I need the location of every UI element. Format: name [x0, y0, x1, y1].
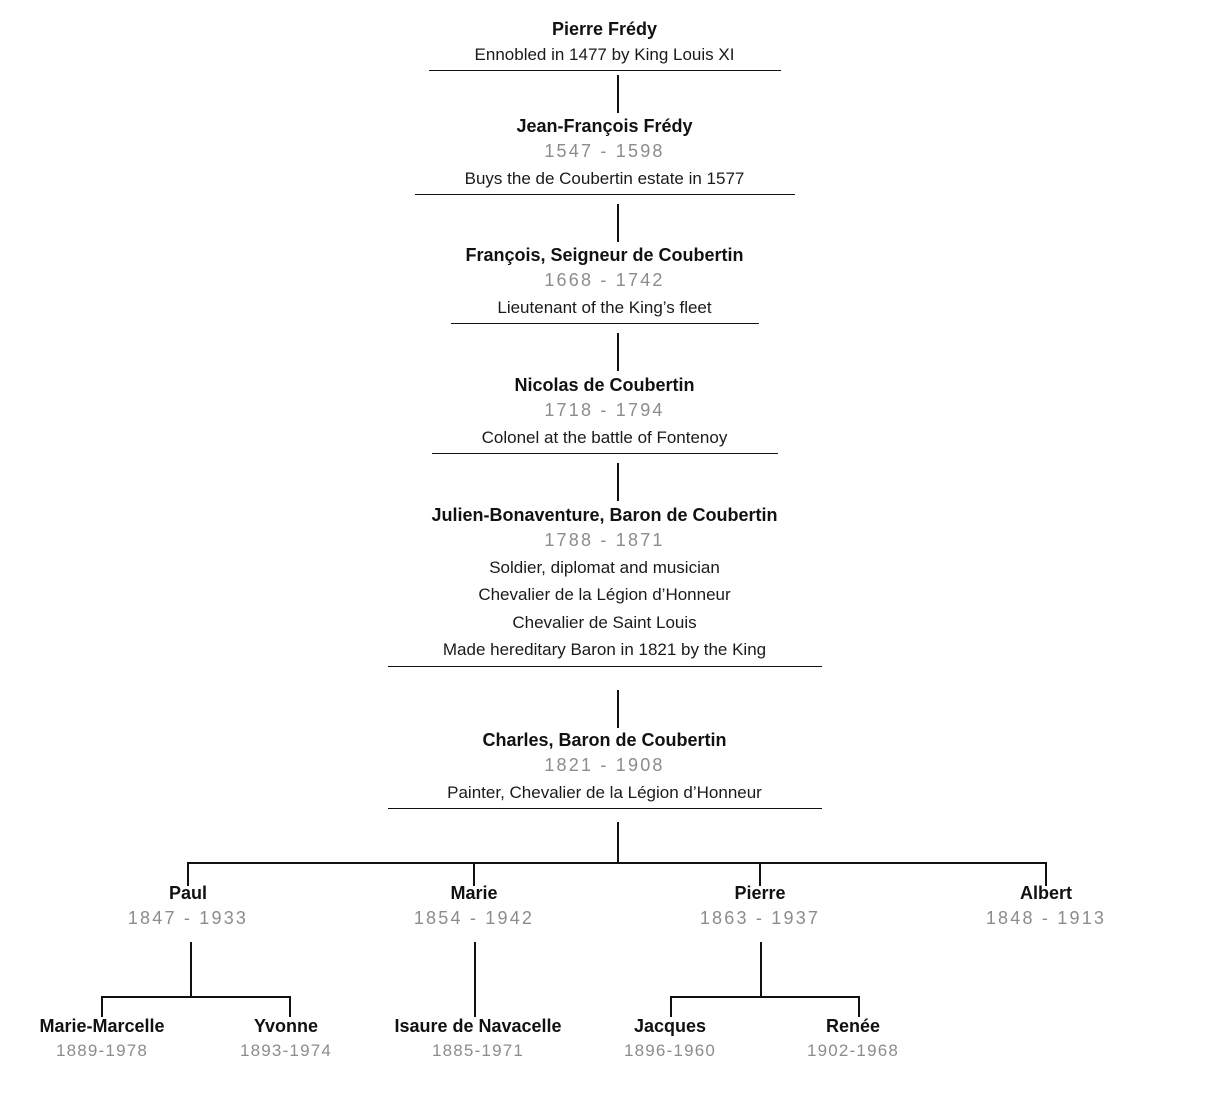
connector-pierre-children-bus	[670, 996, 860, 998]
person-marie-marcelle: Marie-Marcelle 1889-1978	[39, 1015, 164, 1063]
person-name: Yvonne	[253, 1016, 319, 1036]
node-description: Soldier, diplomat and musician	[489, 557, 720, 577]
connector-drop-albert	[1045, 862, 1047, 886]
person-name: Pierre	[734, 883, 786, 903]
connector-drop-paul	[187, 862, 189, 886]
person-isaure-de-navacelle: Isaure de Navacelle 1885-1971	[394, 1015, 561, 1063]
lineage-node-2-box: Jean-François Frédy 1547 - 1598 Buys the…	[414, 115, 795, 196]
lineage-node-6-box: Charles, Baron de Coubertin 1821 - 1908 …	[387, 729, 822, 810]
lineage-node-5: Julien-Bonaventure, Baron de Coubertin 1…	[0, 504, 1209, 667]
person-dates: 1848 - 1913	[985, 907, 1107, 928]
person-name: Isaure de Navacelle	[394, 1016, 562, 1036]
node-name: Charles, Baron de Coubertin	[482, 730, 727, 750]
connector-drop-renee	[858, 996, 860, 1017]
person-renee: Renée 1902-1968	[807, 1015, 899, 1063]
lineage-node-2: Jean-François Frédy 1547 - 1598 Buys the…	[0, 115, 1209, 196]
node-dates: 1718 - 1794	[544, 399, 665, 420]
node-description: Lieutenant of the King’s fleet	[497, 297, 712, 317]
node-description: Chevalier de la Légion d’Honneur	[478, 585, 731, 605]
person-name: Albert	[1019, 883, 1073, 903]
person-dates: 1885-1971	[431, 1040, 525, 1060]
connector-sibling-bus	[187, 862, 1046, 864]
node-dates: 1821 - 1908	[544, 754, 665, 775]
connector-vertical-5	[617, 690, 619, 728]
lineage-node-3: François, Seigneur de Coubertin 1668 - 1…	[0, 244, 1209, 325]
lineage-node-3-box: François, Seigneur de Coubertin 1668 - 1…	[450, 244, 759, 325]
lineage-node-5-box: Julien-Bonaventure, Baron de Coubertin 1…	[387, 504, 822, 667]
node-name: Jean-François Frédy	[516, 116, 693, 136]
connector-vertical-4	[617, 463, 619, 501]
node-description: Buys the de Coubertin estate in 1577	[464, 168, 745, 188]
connector-drop-marie-marcelle	[101, 996, 103, 1017]
node-description: Colonel at the battle of Fontenoy	[481, 427, 728, 447]
node-name: François, Seigneur de Coubertin	[465, 245, 744, 265]
person-dates: 1854 - 1942	[413, 907, 535, 928]
connector-vertical-2	[617, 204, 619, 242]
connector-drop-yvonne	[289, 996, 291, 1017]
person-name: Renée	[825, 1016, 881, 1036]
person-name: Marie-Marcelle	[39, 1016, 165, 1036]
node-name: Julien-Bonaventure, Baron de Coubertin	[431, 505, 778, 525]
person-dates: 1889-1978	[55, 1040, 149, 1060]
person-albert: Albert 1848 - 1913	[986, 882, 1106, 932]
connector-pierre-down	[760, 942, 762, 997]
connector-paul-down	[190, 942, 192, 997]
person-name: Jacques	[633, 1016, 707, 1036]
person-dates: 1896-1960	[623, 1040, 717, 1060]
person-name: Marie	[450, 883, 498, 903]
connector-paul-children-bus	[101, 996, 291, 998]
person-yvonne: Yvonne 1893-1974	[240, 1015, 332, 1063]
node-description: Ennobled in 1477 by King Louis XI	[474, 44, 735, 64]
node-dates: 1668 - 1742	[544, 269, 665, 290]
person-paul: Paul 1847 - 1933	[128, 882, 248, 932]
lineage-node-4: Nicolas de Coubertin 1718 - 1794 Colonel…	[0, 374, 1209, 455]
node-name: Pierre Frédy	[551, 19, 658, 39]
connector-vertical-1	[617, 75, 619, 113]
connector-marie-down	[474, 942, 476, 1017]
person-dates: 1893-1974	[239, 1040, 333, 1060]
node-description: Made hereditary Baron in 1821 by the Kin…	[442, 640, 767, 660]
person-dates: 1847 - 1933	[127, 907, 249, 928]
lineage-node-1: Pierre Frédy Ennobled in 1477 by King Lo…	[0, 18, 1209, 72]
person-dates: 1902-1968	[806, 1040, 900, 1060]
connector-drop-marie	[473, 862, 475, 886]
connector-drop-jacques	[670, 996, 672, 1017]
node-name: Nicolas de Coubertin	[514, 375, 695, 395]
node-dates: 1788 - 1871	[544, 529, 665, 550]
node-description: Chevalier de Saint Louis	[512, 612, 697, 632]
connector-drop-pierre	[759, 862, 761, 886]
node-description: Painter, Chevalier de la Légion d’Honneu…	[447, 782, 762, 802]
person-marie: Marie 1854 - 1942	[414, 882, 534, 932]
person-pierre: Pierre 1863 - 1937	[700, 882, 820, 932]
node-dates: 1547 - 1598	[544, 140, 665, 161]
person-dates: 1863 - 1937	[699, 907, 821, 928]
lineage-node-6: Charles, Baron de Coubertin 1821 - 1908 …	[0, 729, 1209, 810]
person-jacques: Jacques 1896-1960	[624, 1015, 716, 1063]
person-name: Paul	[168, 883, 208, 903]
lineage-node-4-box: Nicolas de Coubertin 1718 - 1794 Colonel…	[431, 374, 778, 455]
connector-vertical-6	[617, 822, 619, 863]
connector-vertical-3	[617, 333, 619, 371]
lineage-node-1-box: Pierre Frédy Ennobled in 1477 by King Lo…	[428, 18, 781, 72]
